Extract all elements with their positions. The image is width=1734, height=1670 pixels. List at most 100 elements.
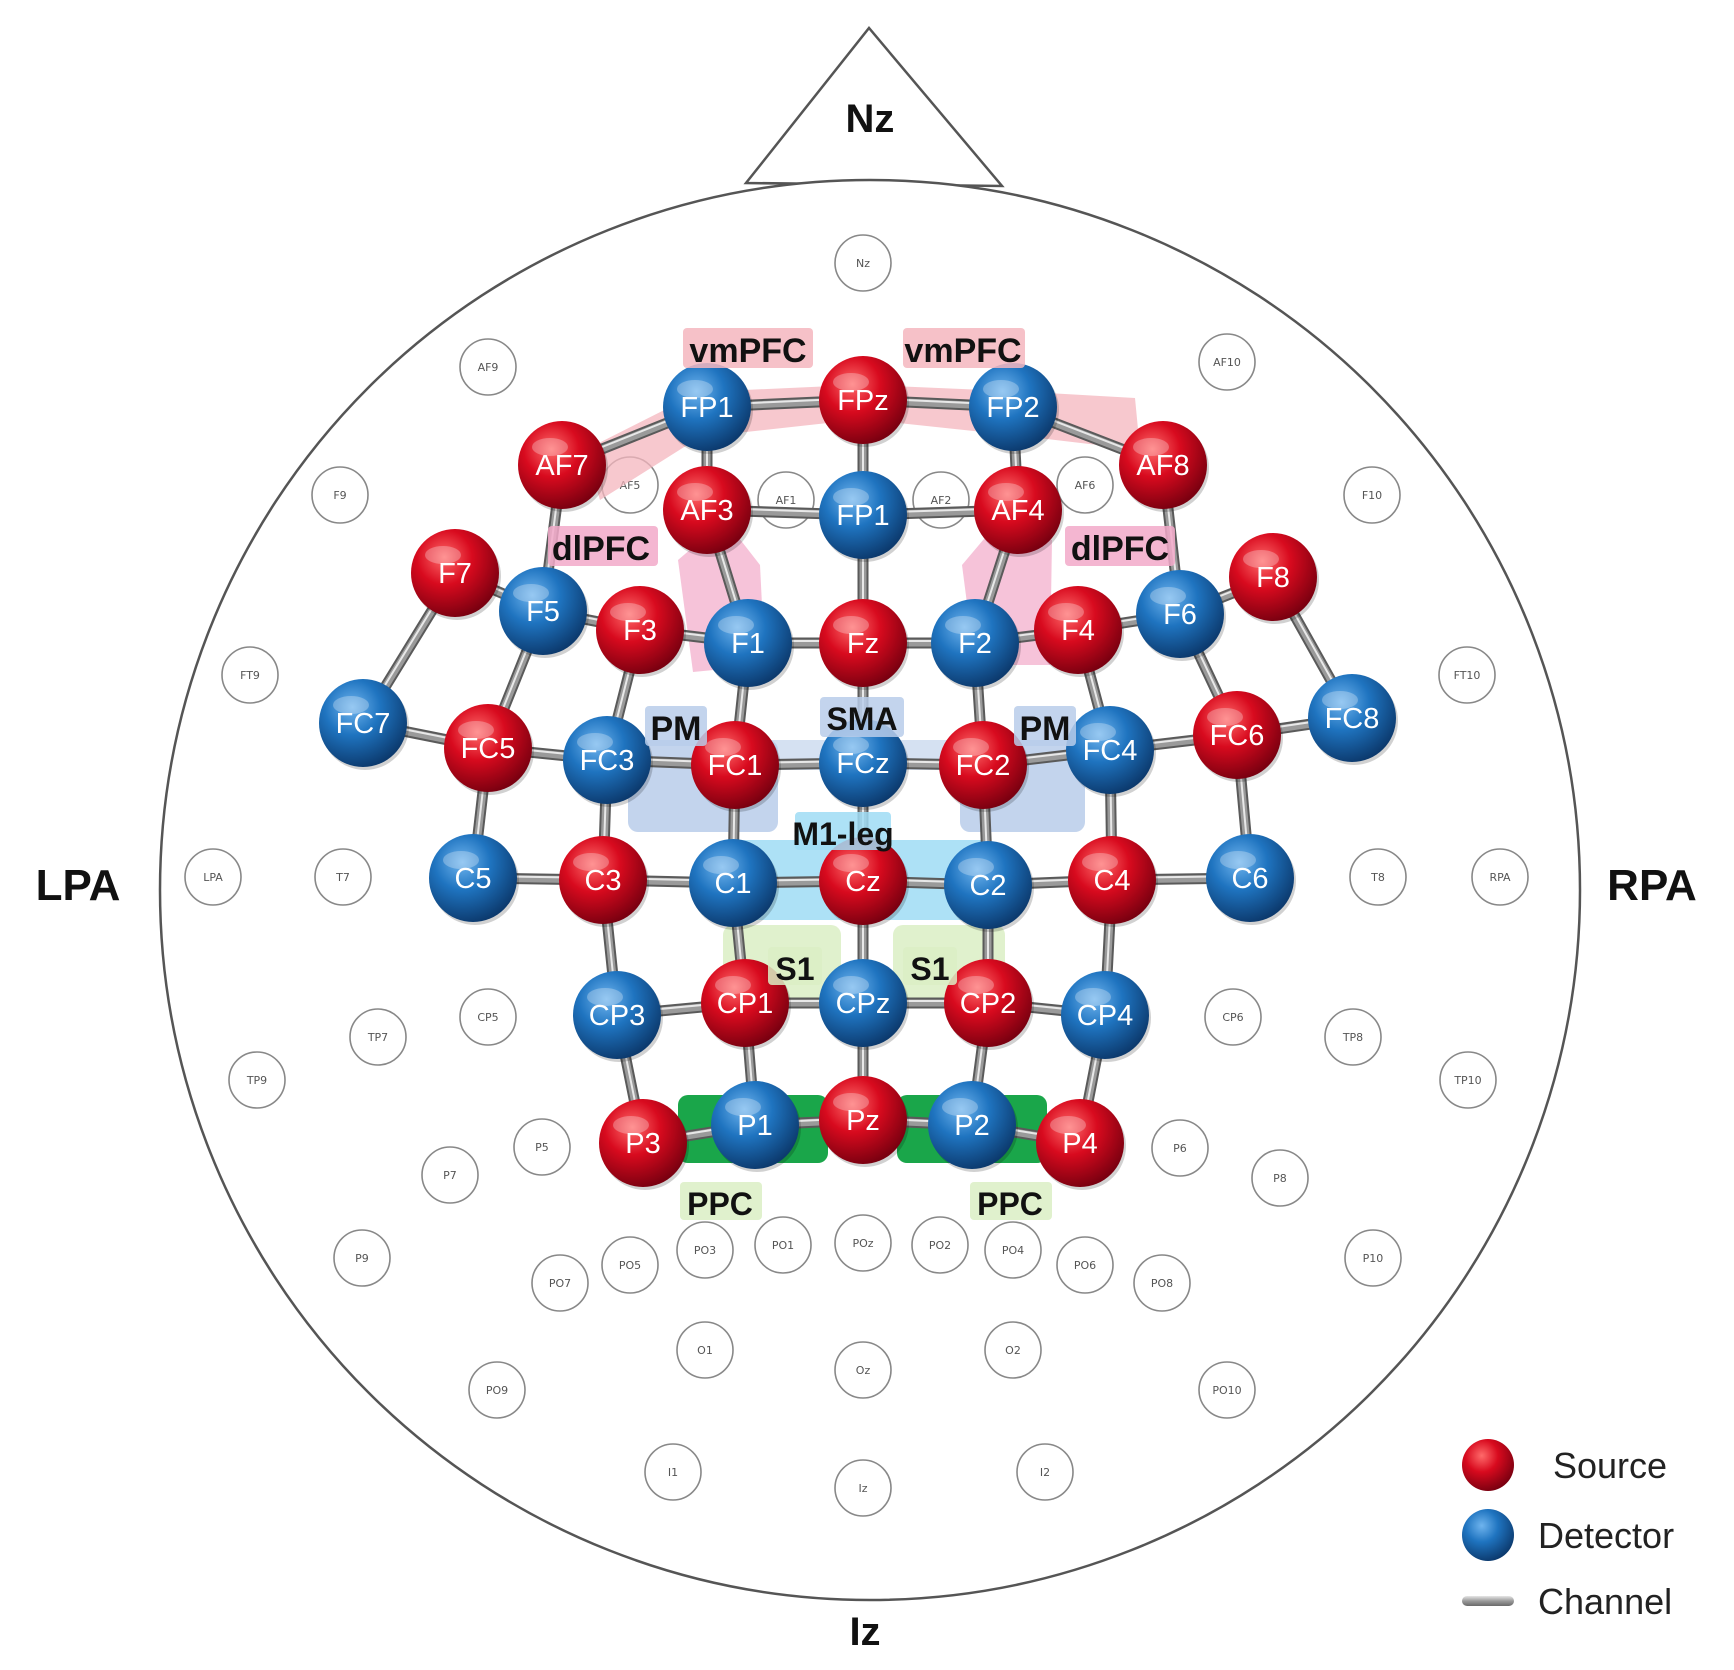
- reference-position-marker: [676, 1321, 734, 1379]
- optode-label: Cz: [845, 866, 880, 898]
- region-label-background: [548, 526, 658, 566]
- optode-marker: [969, 363, 1057, 451]
- reference-position-po1: PO1: [754, 1216, 812, 1274]
- region-s1-left: S1: [768, 947, 822, 987]
- reference-position-f10: F10: [1343, 466, 1401, 524]
- region-label: vmPFC: [689, 332, 806, 370]
- optode-highlight: [573, 853, 609, 871]
- optode-highlight: [833, 616, 869, 634]
- optode-marker: [1036, 1099, 1124, 1187]
- optode-label: FC3: [580, 745, 635, 777]
- reference-position-marker: [676, 1221, 734, 1279]
- source-optode-f8: F8: [1229, 533, 1319, 624]
- optode-label: AF7: [535, 450, 588, 482]
- reference-position-label: P5: [535, 1141, 549, 1154]
- detector-optode-p2: P2: [928, 1081, 1018, 1172]
- reference-position-label: PO2: [929, 1239, 951, 1252]
- optode-marker: [819, 356, 907, 444]
- region-label: S1: [910, 951, 949, 987]
- region-label-background: [1065, 526, 1175, 566]
- optode-highlight: [443, 851, 479, 869]
- reference-position-marker: [601, 1236, 659, 1294]
- detector-optode-f6: F6: [1136, 570, 1226, 661]
- optode-label: Pz: [846, 1105, 880, 1137]
- optode-highlight: [983, 380, 1019, 398]
- optode-marker: [1136, 570, 1224, 658]
- region-label-background: [645, 706, 707, 746]
- reference-position-lpa: LPA: [184, 848, 242, 906]
- optode-highlight: [1080, 723, 1116, 741]
- optode-label: AF4: [991, 495, 1044, 527]
- optode-marker: [931, 599, 1019, 687]
- reference-position-marker: [984, 1221, 1042, 1279]
- detector-optode-fc4: FC4: [1066, 706, 1156, 797]
- optode-label: FC2: [956, 750, 1011, 782]
- source-optode-af3: AF3: [663, 466, 753, 557]
- reference-position-tp10: TP10: [1439, 1051, 1497, 1109]
- optode-label: F4: [1061, 615, 1095, 647]
- reference-position-o1: O1: [676, 1321, 734, 1379]
- optode-label: F8: [1256, 562, 1290, 594]
- source-optode-c4: C4: [1068, 836, 1158, 927]
- region-label: dlPFC: [552, 530, 650, 568]
- reference-position-tp7: TP7: [349, 1008, 407, 1066]
- reference-position-label: RPA: [1489, 871, 1511, 884]
- optode-highlight: [1133, 438, 1169, 456]
- optode-label: FCz: [836, 748, 889, 780]
- reference-position-marker: [314, 848, 372, 906]
- region-dlpfc-left: dlPFC: [548, 526, 658, 568]
- reference-position-label: PO6: [1074, 1259, 1096, 1272]
- reference-position-marker: [834, 1459, 892, 1517]
- optode-label: P3: [625, 1128, 660, 1160]
- detector-optode-fcz: FCz: [819, 719, 909, 810]
- reference-position-p5: P5: [513, 1118, 571, 1176]
- optode-marker: [819, 599, 907, 687]
- reference-position-af1: AF1: [757, 471, 815, 529]
- optode-highlight: [942, 1098, 978, 1116]
- optode-label: FC5: [461, 733, 516, 765]
- optode-marker: [704, 599, 792, 687]
- optode-marker: [663, 363, 751, 451]
- reference-position-label: T7: [335, 871, 350, 884]
- optode-label: F5: [526, 596, 560, 628]
- detector-optode-c5: C5: [429, 834, 519, 925]
- reference-position-marker: [228, 1051, 286, 1109]
- optode-highlight: [958, 858, 994, 876]
- legend-source-label: Source: [1553, 1445, 1667, 1486]
- optode-label: FPz: [837, 385, 889, 417]
- source-optode-af7: AF7: [518, 421, 608, 512]
- reference-position-marker: [421, 1146, 479, 1204]
- optode-label: F6: [1163, 599, 1197, 631]
- reference-position-label: TP7: [367, 1031, 388, 1044]
- optode-highlight: [1082, 853, 1118, 871]
- region-dlpfc-right: dlPFC: [1065, 526, 1175, 568]
- optode-label: F1: [731, 628, 765, 660]
- reference-position-label: TP8: [1342, 1031, 1363, 1044]
- detector-optode-fc3: FC3: [563, 716, 653, 807]
- reference-position-label: PO1: [772, 1239, 794, 1252]
- reference-position-label: LPA: [203, 871, 223, 884]
- reference-position-marker: [834, 1341, 892, 1399]
- reference-position-label: AF10: [1213, 356, 1241, 369]
- optode-highlight: [833, 1093, 869, 1111]
- source-optode-pz: Pz: [819, 1076, 909, 1167]
- reference-position-p9: P9: [333, 1229, 391, 1287]
- region-label-background: [795, 812, 891, 850]
- optode-marker: [691, 721, 779, 809]
- optode-marker: [1061, 971, 1149, 1059]
- reference-position-marker: [1056, 456, 1114, 514]
- region-label-background: [680, 1182, 762, 1220]
- optode-marker: [1068, 836, 1156, 924]
- optode-label: AF3: [680, 495, 733, 527]
- source-optode-f7: F7: [411, 529, 501, 620]
- legend-source-marker: [1462, 1439, 1514, 1491]
- optode-label: CP3: [589, 1000, 645, 1032]
- optode-label: F2: [958, 628, 992, 660]
- region-label: S1: [775, 951, 814, 987]
- optode-highlight: [958, 976, 994, 994]
- reference-position-marker: [1324, 1008, 1382, 1066]
- optode-highlight: [988, 483, 1024, 501]
- region-label: PM: [651, 710, 702, 748]
- optode-marker: [1119, 421, 1207, 509]
